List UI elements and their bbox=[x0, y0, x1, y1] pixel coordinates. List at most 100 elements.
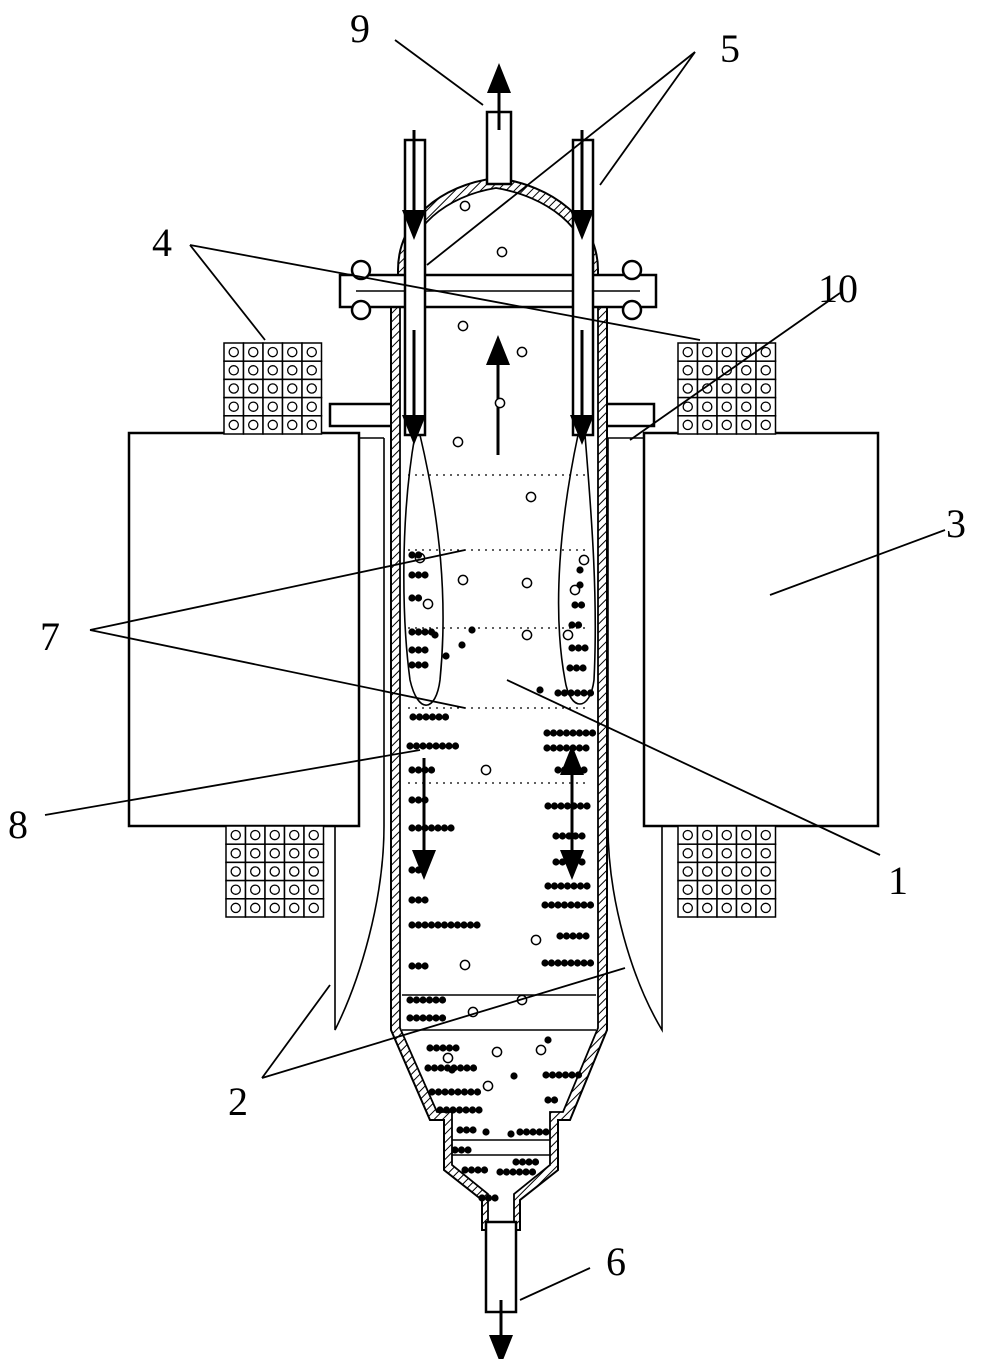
particle bbox=[570, 802, 578, 810]
particle bbox=[536, 686, 544, 694]
particle bbox=[568, 644, 576, 652]
particle bbox=[425, 1014, 434, 1022]
particle bbox=[569, 729, 577, 737]
particle bbox=[566, 664, 574, 672]
particle bbox=[583, 882, 591, 890]
gas-bubbles bbox=[414, 200, 590, 1092]
particle bbox=[542, 1071, 550, 1079]
particle bbox=[475, 1106, 483, 1114]
callout-4: 4 bbox=[152, 220, 172, 265]
bubble bbox=[578, 554, 590, 566]
particle bbox=[550, 1096, 559, 1104]
particle bbox=[441, 713, 450, 721]
particle bbox=[568, 1071, 576, 1079]
particle bbox=[421, 766, 429, 774]
particle bbox=[453, 921, 462, 929]
particle bbox=[442, 652, 450, 660]
particle bbox=[473, 921, 481, 929]
particle bbox=[452, 1044, 460, 1052]
particle bbox=[438, 742, 447, 750]
particle bbox=[574, 1071, 583, 1079]
particle bbox=[562, 932, 571, 940]
particle bbox=[480, 1166, 489, 1174]
particle bbox=[414, 962, 423, 970]
particle bbox=[556, 729, 564, 737]
particle bbox=[580, 766, 588, 774]
particle bbox=[571, 832, 580, 840]
particle bbox=[547, 901, 556, 909]
callout-10: 10 bbox=[818, 266, 858, 311]
particle bbox=[586, 901, 595, 909]
particle bbox=[582, 744, 590, 752]
bubble bbox=[422, 598, 434, 610]
leader-lines bbox=[44, 39, 946, 1301]
particle bbox=[425, 742, 434, 750]
particle bbox=[541, 901, 549, 909]
particle bbox=[567, 766, 575, 774]
particle bbox=[565, 832, 573, 840]
particle bbox=[576, 802, 585, 810]
particle bbox=[575, 744, 584, 752]
particle bbox=[484, 1194, 493, 1202]
particle bbox=[478, 1194, 486, 1202]
particle bbox=[582, 932, 590, 940]
particle bbox=[412, 742, 421, 750]
particle bbox=[525, 1158, 533, 1166]
particle bbox=[474, 1166, 482, 1174]
particle bbox=[414, 551, 423, 559]
particle bbox=[570, 882, 578, 890]
particle bbox=[544, 802, 552, 810]
particle bbox=[544, 1096, 552, 1104]
particle bbox=[467, 1088, 475, 1096]
particle bbox=[432, 996, 440, 1004]
bubble bbox=[569, 584, 581, 596]
particle bbox=[414, 921, 423, 929]
particle bbox=[550, 882, 559, 890]
particle bbox=[586, 959, 595, 967]
particle bbox=[447, 824, 455, 832]
bubble bbox=[459, 200, 471, 212]
particle bbox=[462, 1126, 471, 1134]
particle bbox=[549, 729, 558, 737]
bubble bbox=[530, 934, 542, 946]
particle bbox=[562, 744, 571, 752]
particle bbox=[421, 921, 429, 929]
particle bbox=[408, 571, 416, 579]
particle bbox=[560, 959, 569, 967]
particle bbox=[563, 802, 572, 810]
particle bbox=[447, 921, 455, 929]
particle bbox=[528, 1168, 537, 1176]
particle bbox=[580, 901, 588, 909]
particle bbox=[558, 832, 567, 840]
feed-tube-left bbox=[402, 130, 427, 445]
bubble bbox=[457, 574, 469, 586]
particle bbox=[469, 1064, 478, 1072]
particle bbox=[573, 766, 582, 774]
particle bbox=[573, 689, 582, 697]
callout-2: 2 bbox=[228, 1079, 248, 1124]
callout-7: 7 bbox=[40, 614, 60, 659]
particle bbox=[554, 959, 562, 967]
particle bbox=[414, 594, 423, 602]
particle bbox=[419, 996, 427, 1004]
particle bbox=[516, 1128, 524, 1136]
particle bbox=[439, 1044, 447, 1052]
particle bbox=[571, 858, 580, 866]
particle bbox=[430, 1064, 439, 1072]
particle bbox=[414, 896, 423, 904]
particle bbox=[558, 858, 567, 866]
particle bbox=[560, 766, 569, 774]
callout-3: 3 bbox=[946, 501, 966, 546]
particle bbox=[560, 901, 569, 909]
particle bbox=[451, 742, 460, 750]
particle bbox=[426, 1044, 434, 1052]
particle bbox=[408, 824, 416, 832]
particle bbox=[432, 1044, 441, 1052]
particle bbox=[548, 1071, 557, 1079]
particle bbox=[502, 1168, 511, 1176]
particle bbox=[414, 628, 423, 636]
particle bbox=[434, 921, 442, 929]
particle bbox=[440, 824, 449, 832]
particle bbox=[421, 571, 429, 579]
particle bbox=[457, 1146, 466, 1154]
